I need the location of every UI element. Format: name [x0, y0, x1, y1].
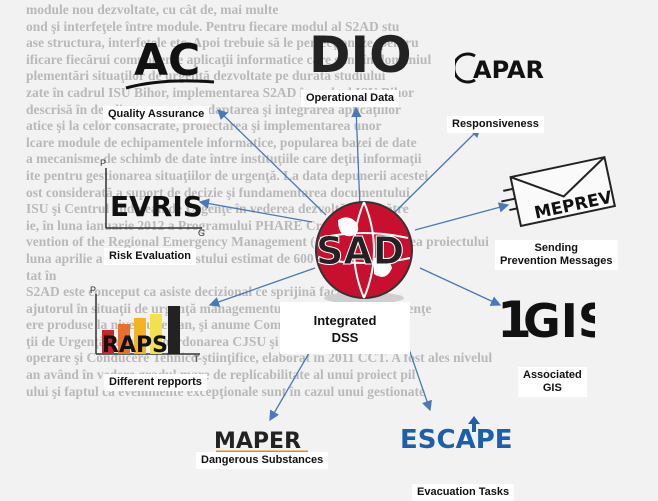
evris-axis-p: P [100, 158, 106, 168]
background-line: plementări situaţilor de urgenţă dezvolt… [26, 68, 386, 84]
background-line: ificare fiecărui componente aplicaţii in… [26, 51, 432, 67]
raps-bar-4 [150, 314, 162, 354]
background-line: tat în [26, 267, 57, 283]
sending-prevention-label: Sending Prevention Messages [495, 240, 618, 270]
center-label-line1: Integrated [313, 313, 377, 328]
quality-assurance-label: Quality Assurance [103, 106, 210, 123]
escape-logo-icon: ESCAPE [400, 416, 513, 455]
maper-logo-text: MAPER [214, 429, 301, 454]
background-line: ISU şi Centrul Judeţean de Urgenţe în ve… [26, 201, 409, 217]
sending-label-line2: Prevention Messages [500, 255, 613, 267]
meprev-logo: MEPREV [500, 148, 630, 228]
raps-axis-p: P [90, 285, 96, 295]
raps-bar-5 [168, 306, 180, 354]
raps-bar-3 [134, 318, 146, 354]
associated-gis-label: Associated GIS [518, 367, 587, 397]
raps-chart-icon: P T RAPS [90, 285, 200, 364]
risk-evaluation-label: Risk Evaluation [104, 248, 196, 265]
background-line: a mecanisme de schimb de date între inst… [26, 151, 422, 167]
dangerous-substances-label: Dangerous Substances [196, 452, 329, 469]
evris-logo: P G EVRIS [98, 156, 208, 238]
background-line: lcare module de echipamentele informatic… [26, 134, 417, 150]
evacuation-tasks-label: Evacuation Tasks [412, 484, 515, 501]
dio-logo-icon: DIO [309, 26, 412, 84]
dio-logo: DIO [305, 22, 415, 84]
ac-logo-icon: AC [125, 35, 215, 90]
apar-logo-text: APAR [473, 56, 544, 84]
arrow-sending [414, 202, 510, 231]
arrow-operational [351, 106, 362, 209]
ac-logo: AC [122, 30, 222, 92]
arrow-gis [419, 267, 502, 306]
raps-logo: P T RAPS [88, 284, 203, 364]
different-reports-label: Different repports [104, 374, 207, 391]
responsiveness-label: Responsiveness [447, 116, 544, 133]
gis-label-line2: GIS [542, 382, 562, 394]
arrow-raps [208, 267, 316, 307]
raps-logo-text: RAPS [102, 333, 168, 358]
evris-logo-text: EVRIS [110, 190, 203, 223]
arrow-quality [217, 109, 327, 216]
arrow-responsiveness [394, 127, 481, 213]
globe-icon: SAD [315, 201, 413, 304]
background-line: ond şi interfeţele între module. Pentru … [26, 18, 400, 34]
background-line: ost considerată a suport de decizie şi f… [26, 184, 410, 200]
center-label-line2: DSS [331, 330, 359, 345]
escape-logo: ESCAPE [398, 414, 526, 455]
maper-logo: MAPER [212, 424, 312, 454]
arrow-evris [198, 198, 313, 223]
apar-logo: APAR [452, 48, 555, 86]
background-line: ite pentru gestionarea situaţiilor de ur… [26, 167, 429, 183]
gis-logo-icon: 1 GIS [497, 291, 611, 349]
gis-logo-text: GIS [523, 294, 595, 345]
evris-axis-g: G [198, 228, 205, 236]
gis-logo: 1 GIS [495, 285, 611, 349]
gis-label-line1: Associated [523, 369, 582, 381]
sending-label-line1: Sending [534, 242, 578, 254]
background-line: ie, în luna ianuarie 2012 a Programului … [26, 217, 384, 233]
gis-logo-digit: 1 [497, 291, 532, 345]
ac-logo-text: AC [134, 35, 200, 86]
maper-logo-icon: MAPER [214, 429, 308, 454]
integrated-dss-label: Integrated DSS [280, 302, 410, 354]
raps-bar-1 [102, 330, 114, 354]
background-line: ase structura, interfeţele etc. Apoi tre… [26, 35, 419, 51]
raps-axis-t: T [194, 354, 200, 362]
operational-data-label: Operational Data [301, 90, 400, 107]
background-line: module nou dezvoltate, cu cât de, mai mu… [26, 2, 279, 17]
background-line: S2AD este conceput ca asiste decizional … [26, 284, 387, 300]
evris-logo-icon: P G EVRIS [100, 158, 205, 238]
sad-globe: SAD [308, 198, 420, 306]
dio-logo-text: DIO [309, 26, 412, 80]
apar-logo-icon: APAR [452, 52, 544, 84]
sad-logo-text: SAD [316, 229, 404, 273]
escape-logo-text: ESCAPE [400, 425, 513, 454]
raps-bar-2 [118, 324, 130, 354]
envelope-icon: MEPREV [501, 155, 617, 228]
